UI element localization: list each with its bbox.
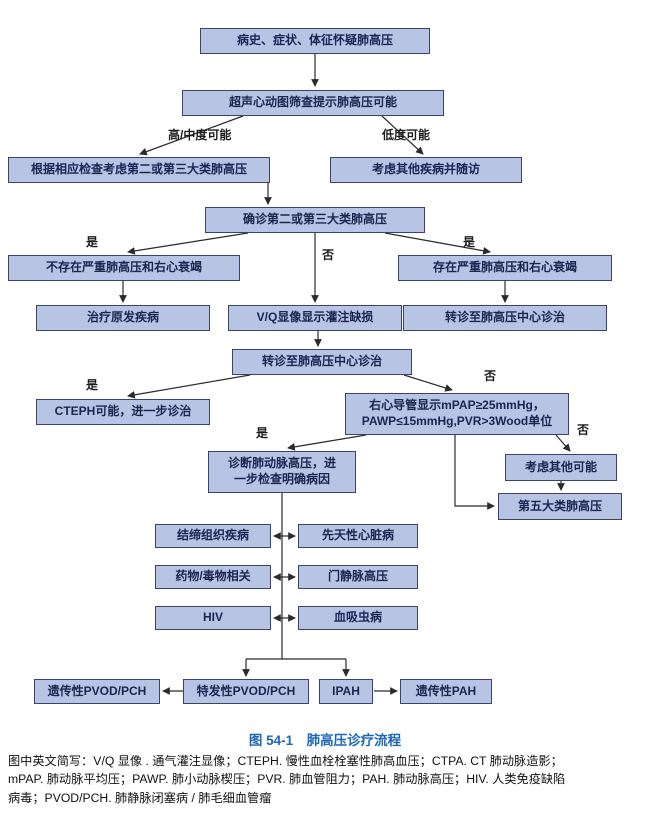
node-schistosomiasis: 血吸虫病 xyxy=(298,606,418,630)
edge-label-high-mid: 高/中度可能 xyxy=(168,128,232,142)
footnote-line-2: mPAP. 肺动脉平均压；PAWP. 肺小动脉楔压；PVR. 肺血管阻力；PAH… xyxy=(8,772,566,787)
node-refer-ph-center: 转诊至肺高压中心诊治 xyxy=(232,349,412,375)
node-hiv: HIV xyxy=(155,606,271,630)
arrow-echo-consider xyxy=(139,115,244,156)
arrow-confirm-severe xyxy=(384,232,491,255)
node-consider-other: 考虑其他可能 xyxy=(505,454,617,481)
node-echo: 超声心动图筛查提示肺高压可能 xyxy=(182,90,444,116)
node-refer-ph-center-right: 转诊至肺高压中心诊治 xyxy=(403,305,607,331)
arrow-confirm-nosevere xyxy=(127,232,249,255)
edge-label-no-vq: 否 xyxy=(322,248,335,262)
edge-label-yes-diagnose: 是 xyxy=(256,426,269,440)
figure-caption: 图 54-1 肺高压诊疗流程 xyxy=(248,733,402,748)
footnote-line-1: 图中英文简写：V/Q 显像 . 通气灌注显像；CTEPH. 慢性血栓栓塞性肺高血… xyxy=(8,754,563,768)
arrow-rhc-group5 xyxy=(454,435,495,510)
node-treat-primary: 治疗原发疾病 xyxy=(36,305,210,331)
arrow-refercenter-rhc xyxy=(403,374,453,392)
node-cteph: CTEPH可能，进一步诊治 xyxy=(36,399,210,425)
figure-footnote: 图中英文简写：V/Q 显像 . 通气灌注显像；CTEPH. 慢性血栓栓塞性肺高血… xyxy=(8,752,644,807)
node-portal-htn: 门静脉高压 xyxy=(298,565,418,589)
arrow-rhc-diagnose xyxy=(287,434,367,451)
node-ctd: 结缔组织疾病 xyxy=(155,524,271,548)
edge-label-yes-cteph: 是 xyxy=(86,378,99,392)
node-vq-scan: V/Q显像显示灌注缺损 xyxy=(228,305,402,331)
node-drug-toxin: 药物/毒物相关 xyxy=(155,565,271,589)
edge-label-yes-nosevere: 是 xyxy=(86,235,99,249)
edge-label-yes-severe: 是 xyxy=(463,235,476,249)
node-severe: 存在严重肺高压和右心衰竭 xyxy=(398,255,612,281)
node-no-severe: 不存在严重肺高压和右心衰竭 xyxy=(8,255,240,281)
node-followup: 考虑其他疾病并随访 xyxy=(330,157,522,183)
node-hereditary-pvod: 遗传性PVOD/PCH xyxy=(34,679,160,704)
node-suspect: 病史、症状、体征怀疑肺高压 xyxy=(200,28,430,54)
arrow-echo-followup xyxy=(381,115,424,155)
node-consider-group23: 根据相应检查考虑第二或第三大类肺高压 xyxy=(8,157,270,183)
node-chd: 先天性心脏病 xyxy=(298,524,418,548)
edge-label-no-other: 否 xyxy=(577,423,590,437)
node-diagnose-pah: 诊断肺动脉高压，进 一步检查明确病因 xyxy=(208,451,356,493)
node-ipah: IPAH xyxy=(319,679,373,704)
arrow-rhc-considerother xyxy=(555,434,571,452)
node-hereditary-pah: 遗传性PAH xyxy=(400,679,492,704)
arrow-refercenter-cteph xyxy=(127,374,251,399)
node-confirm-group23: 确诊第二或第三大类肺高压 xyxy=(205,207,425,233)
edge-label-no-rhc: 否 xyxy=(484,369,497,383)
node-idiopathic-pvod: 特发性PVOD/PCH xyxy=(183,679,309,704)
node-rhc: 右心导管显示mPAP≥25mmHg， PAWP≤15mmHg,PVR>3Wood… xyxy=(345,393,569,435)
footnote-line-3: 病毒；PVOD/PCH. 肺静脉闭塞病 / 肺毛细血管瘤 xyxy=(8,790,272,805)
node-group5: 第五大类肺高压 xyxy=(498,493,622,520)
edge-label-low: 低度可能 xyxy=(382,128,431,142)
